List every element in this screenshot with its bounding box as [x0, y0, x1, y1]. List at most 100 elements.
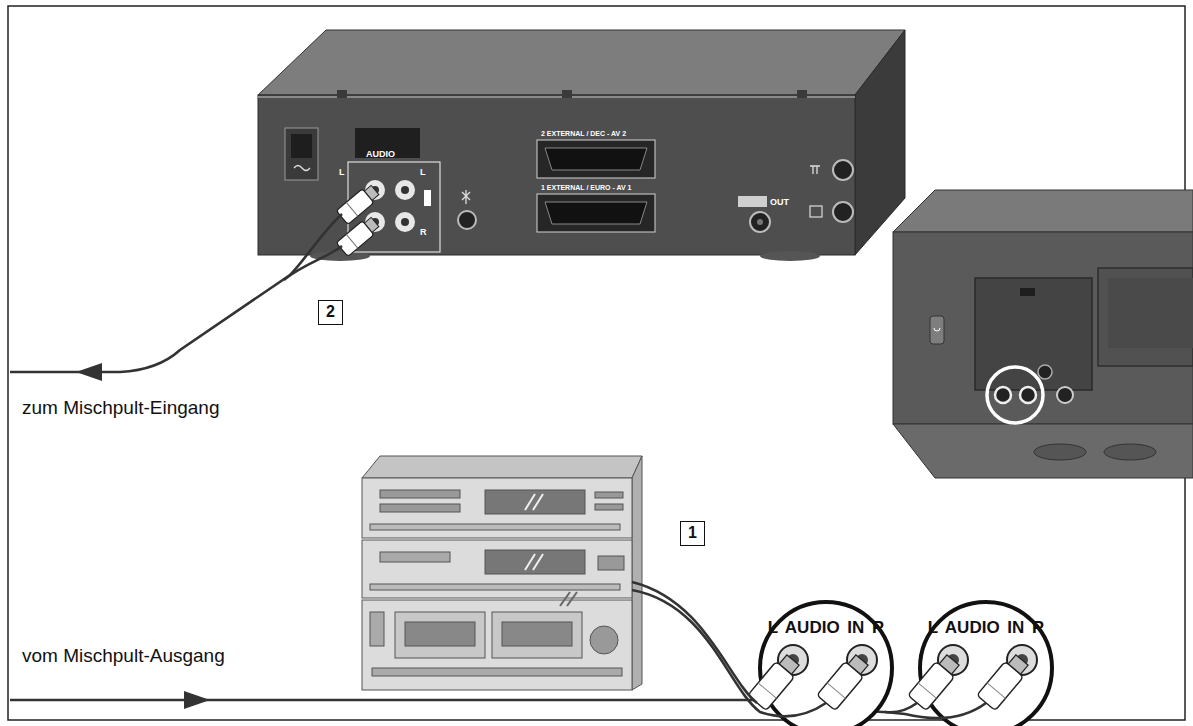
audio-jack-block: [401, 218, 409, 226]
power-socket: [285, 128, 318, 180]
svhs-out-jack: [738, 196, 767, 207]
rca-plug: [908, 652, 962, 710]
vcr-rear: [258, 96, 855, 98]
socket-label: 2 EXTERNAL / DEC - AV 2: [541, 130, 626, 138]
stereo-system: [362, 478, 632, 538]
rca-plug: [346, 202, 358, 216]
svhs-out-jack: [738, 196, 770, 232]
vcr-rear: [258, 95, 855, 255]
stereo-system: [525, 554, 543, 570]
scart-socket: [537, 140, 655, 232]
vcr-front: [893, 424, 1193, 478]
rca-plug: [939, 655, 959, 674]
stereo-system: [485, 490, 585, 514]
rca-jack: [856, 654, 868, 666]
rca-plug: [817, 652, 871, 710]
audio-cable: [10, 700, 885, 712]
vcr-rear: [258, 30, 905, 95]
vcr-front: [1057, 387, 1073, 403]
vcr-rear: [337, 90, 347, 98]
aux-jack: [462, 190, 470, 204]
stereo-system: [380, 490, 460, 498]
rca-jack: [947, 654, 959, 666]
rca-plug: [336, 215, 381, 256]
antenna-sockets: [810, 166, 820, 174]
audio-cable: [10, 700, 885, 712]
aux-jack: [458, 190, 476, 229]
arrow-head: [76, 363, 102, 381]
rca-plug: [748, 652, 802, 710]
source-label: vom Mischpult-Ausgang: [22, 646, 225, 667]
stereo-system: [380, 552, 450, 562]
vcr-front: [893, 190, 1193, 478]
vcr-front: [893, 232, 1193, 424]
rca-plug: [977, 661, 1024, 710]
rca-jack: [847, 645, 877, 675]
stereo-system: [362, 600, 632, 690]
audio-cable: [632, 590, 826, 716]
vcr-rear: [760, 251, 820, 261]
rca-jack: [938, 645, 968, 675]
rca-plug: [346, 234, 358, 248]
rca-plug: [336, 183, 381, 256]
vcr-front: [1038, 365, 1052, 379]
stereo-system: [370, 584, 620, 590]
rca-plug: [977, 652, 1031, 710]
stereo-system: [362, 456, 642, 690]
rca-plug: [779, 655, 799, 674]
stereo-system: [362, 456, 642, 478]
stereo-system: [405, 622, 475, 646]
vcr-rear: [855, 30, 905, 255]
jack-label: L AUDIO IN R: [918, 618, 1054, 638]
callout-number: 2: [318, 300, 343, 325]
antenna-sockets: [810, 206, 822, 217]
power-socket: [291, 134, 312, 158]
vcr-front: [1020, 288, 1035, 296]
rca-plug: [758, 683, 776, 698]
rca-plug: [817, 661, 864, 710]
audio-jack-block: [395, 180, 415, 200]
rca-plug: [748, 652, 1031, 710]
callout-number: 1: [680, 521, 705, 546]
aux-jack: [458, 211, 476, 229]
audio-cable: [284, 246, 342, 280]
vcr-rear: [797, 90, 807, 98]
scart-socket: [537, 140, 655, 178]
rca-plug: [848, 655, 868, 674]
stereo-system: [595, 504, 623, 510]
vcr-front: [1104, 444, 1156, 460]
vcr-front: [930, 316, 944, 344]
rca-jack: [787, 654, 799, 666]
stereo-system: [632, 456, 642, 690]
power-socket: [294, 166, 310, 171]
rca-plug: [1008, 655, 1028, 674]
arrow-head: [184, 691, 210, 709]
stereo-system: [492, 612, 582, 658]
audio-cable: [885, 703, 917, 712]
rca-jack: [778, 645, 808, 675]
vcr-front: [1098, 268, 1193, 366]
vcr-front: [934, 328, 940, 331]
scart-socket: [545, 202, 647, 224]
audio-jack-block: [395, 212, 415, 232]
stereo-system: [380, 504, 460, 512]
stereo-system: [560, 592, 577, 606]
stereo-system: [370, 524, 620, 530]
stereo-system: [590, 626, 618, 654]
audio-cable: [885, 703, 986, 718]
audio-jack-block: [424, 190, 431, 206]
stereo-system: [395, 612, 485, 658]
rca-plug: [336, 183, 381, 224]
connector-label: AUDIO: [366, 150, 395, 160]
channel-label: L: [420, 168, 426, 178]
antenna-sockets: [833, 160, 853, 180]
magnifier-circle: L AUDIO IN R: [758, 600, 894, 726]
scart-socket: [537, 194, 655, 232]
rca-jack: [1007, 645, 1037, 675]
stereo-system: [598, 556, 624, 570]
stereo-system: [370, 612, 384, 646]
stereo-system: [525, 494, 543, 510]
